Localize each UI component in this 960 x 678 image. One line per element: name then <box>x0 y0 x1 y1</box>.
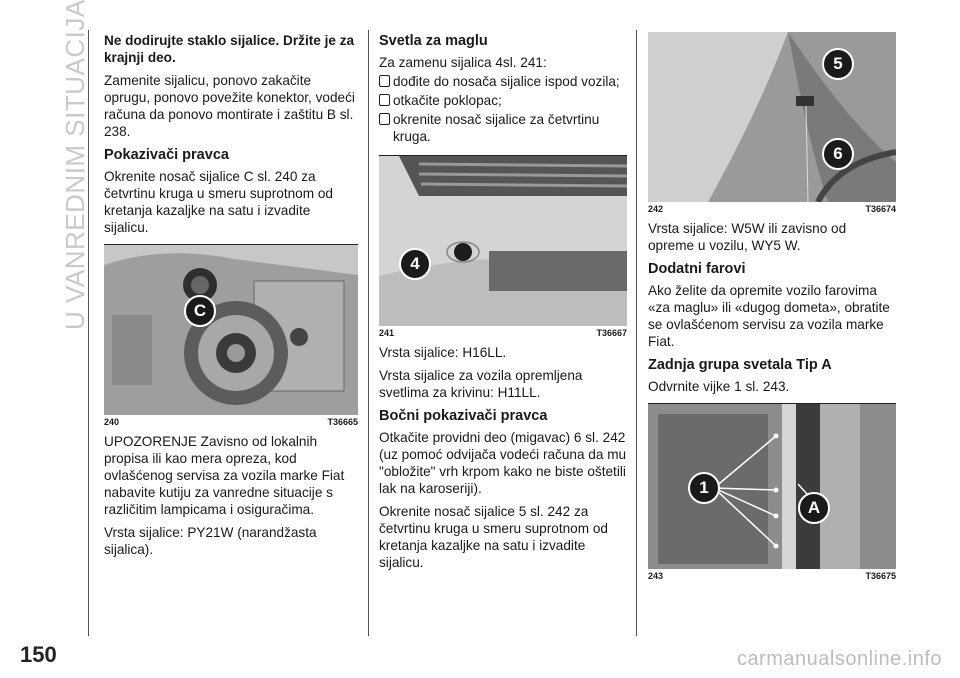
figure-number: 243 <box>648 571 664 581</box>
pokazivaci-text: Okrenite nosač sijalice C sl. 240 za čet… <box>104 169 333 235</box>
intro-bold: Ne dodirujte staklo sijalice. Držite je … <box>104 33 355 65</box>
figure-caption: 242 T36674 <box>648 202 896 214</box>
warning-text: UPOZORENJE Zavisno od lokalnih propisa i… <box>104 434 345 517</box>
figure-code: T36674 <box>865 204 896 214</box>
watermark: carmanualsonline.info <box>736 648 942 670</box>
figure-code: T36667 <box>596 328 627 338</box>
figure-number: 241 <box>379 328 395 338</box>
rear-light-photo <box>648 404 896 569</box>
bulb-type: Vrsta sijalice: PY21W (narandžasta sijal… <box>104 525 317 557</box>
heading-svetla: Svetla za maglu <box>379 33 488 49</box>
column-3: 5 6 242 T36674 Vrsta sijalice: W5W ili z… <box>648 32 896 587</box>
sidebar-divider <box>88 30 89 636</box>
dodatni-text: Ako želite da opremite vozilo farovima «… <box>648 283 890 349</box>
column-divider <box>636 30 637 636</box>
page-number: 150 <box>20 642 57 667</box>
figure-number: 242 <box>648 204 664 214</box>
bocni-text-1: Otkačite providni deo (migavac) 6 sl. 24… <box>379 430 627 496</box>
bulb-w5w: Vrsta sijalice: W5W ili zavisno od oprem… <box>648 221 847 253</box>
section-title: U VANREDNIM SITUACIJAMA <box>60 0 90 330</box>
list-item: okrenite nosač sijalice za četvrtinu kru… <box>379 111 627 145</box>
zadnja-text: Odvrnite vijke 1 sl. 243. <box>648 379 790 394</box>
figure-243: 1 A 243 T36675 <box>648 403 896 581</box>
list-item: otkačite poklopac; <box>379 92 627 109</box>
callout-5: 5 <box>822 48 854 80</box>
bulb-h11ll: Vrsta sijalice za vozila opremljena svet… <box>379 368 583 400</box>
heading-zadnja: Zadnja grupa svetala Tip A <box>648 357 832 373</box>
callout-c: C <box>184 295 216 327</box>
callout-6: 6 <box>822 138 854 170</box>
figure-caption: 243 T36675 <box>648 569 896 581</box>
column-divider <box>368 30 369 636</box>
foglamp-photo <box>379 156 627 326</box>
heading-bocni: Bočni pokazivači pravca <box>379 408 548 424</box>
headlamp-photo <box>104 245 358 415</box>
checkbox-icon <box>379 113 390 125</box>
figure-240: C 240 T36665 <box>104 244 358 427</box>
bulb-h16ll: Vrsta sijalice: H16LL. <box>379 345 507 360</box>
heading-dodatni: Dodatni farovi <box>648 261 746 277</box>
svetla-intro: Za zamenu sijalica 4sl. 241: <box>379 55 547 70</box>
sidebar-section-tab: U VANREDNIM SITUACIJAMA <box>56 0 90 330</box>
figure-242: 5 6 242 T36674 <box>648 32 896 214</box>
callout-a: A <box>798 492 830 524</box>
checkbox-icon <box>379 75 390 87</box>
heading-pokazivaci: Pokazivači pravca <box>104 147 229 163</box>
figure-caption: 240 T36665 <box>104 415 358 427</box>
callout-4: 4 <box>399 248 431 280</box>
checkbox-icon <box>379 94 390 106</box>
figure-caption: 241 T36667 <box>379 326 627 338</box>
side-indicator-photo <box>648 32 896 202</box>
intro-text: Zamenite sijalicu, ponovo zakačite oprug… <box>104 73 355 139</box>
column-1: Ne dodirujte staklo sijalice. Držite je … <box>104 32 358 564</box>
list-item: dođite do nosača sijalice ispod vozila; <box>379 73 627 90</box>
figure-code: T36665 <box>327 417 358 427</box>
figure-number: 240 <box>104 417 120 427</box>
column-2: Svetla za maglu Za zamenu sijalica 4sl. … <box>379 32 627 577</box>
callout-1: 1 <box>688 472 720 504</box>
figure-code: T36675 <box>865 571 896 581</box>
figure-241: 4 241 T36667 <box>379 155 627 338</box>
bocni-text-2: Okrenite nosač sijalice 5 sl. 242 za čet… <box>379 504 608 570</box>
